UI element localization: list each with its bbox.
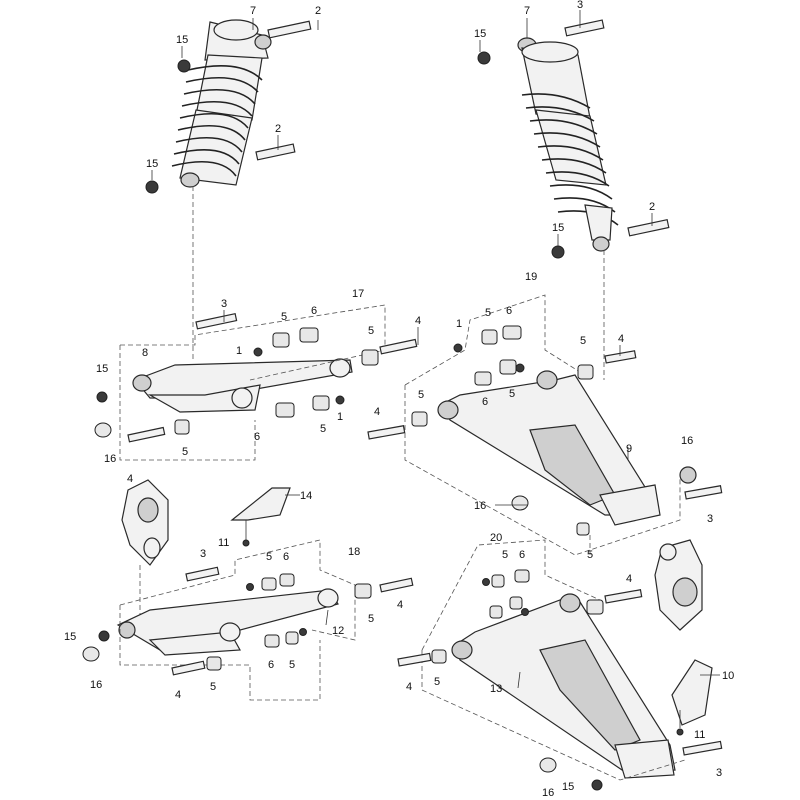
callout: 17 (352, 288, 364, 300)
callout: 3 (200, 548, 206, 560)
callout: 16 (90, 679, 102, 691)
callout: 5 (485, 307, 491, 319)
callout: 15 (64, 631, 76, 643)
callout: 11 (694, 729, 705, 741)
callout: 4 (618, 333, 624, 345)
callout: 6 (506, 305, 512, 317)
callout: 13 (490, 683, 502, 695)
callout: 4 (626, 573, 632, 585)
callout: 15 (552, 222, 564, 234)
callout: 5 (502, 549, 508, 561)
callout: 8 (142, 347, 148, 359)
left-shock-absorber (171, 19, 272, 360)
callout: 4 (397, 599, 403, 611)
upper-left-a-arm (94, 304, 418, 461)
callout: 2 (649, 201, 655, 213)
callout: 5 (266, 551, 272, 563)
callout: 15 (562, 781, 574, 793)
callout-labels: 7 2 15 2 15 7 3 15 2 15 3 17 1 5 6 5 4 8… (64, 0, 734, 799)
callout: 15 (474, 28, 486, 40)
callout: 6 (283, 551, 289, 563)
callout: 4 (127, 473, 133, 485)
callout: 10 (722, 670, 734, 682)
callout: 15 (176, 34, 188, 46)
callout: 5 (509, 388, 515, 400)
upper-right-a-arm (367, 294, 723, 556)
callout: 5 (368, 613, 374, 625)
lower-right-a-arm (397, 522, 723, 791)
callout: 4 (406, 681, 412, 693)
callout: 7 (250, 5, 256, 17)
leader-lines (151, 10, 720, 689)
callout: 14 (300, 490, 312, 502)
callout: 4 (415, 315, 421, 327)
callout: 5 (182, 446, 188, 458)
callout: 6 (482, 396, 488, 408)
callout: 6 (519, 549, 525, 561)
callout: 16 (104, 453, 116, 465)
callout: 1 (456, 318, 462, 330)
callout: 2 (315, 5, 321, 17)
callout: 16 (474, 500, 486, 512)
right-steering-knuckle (654, 539, 713, 736)
callout: 3 (577, 0, 583, 11)
callout: 7 (524, 5, 530, 17)
callout: 19 (525, 271, 537, 283)
callout: 15 (96, 363, 108, 375)
right-shock-absorber (517, 37, 619, 380)
callout: 5 (418, 389, 424, 401)
callout: 5 (587, 549, 593, 561)
callout: 5 (320, 423, 326, 435)
lower-left-a-arm (82, 539, 414, 701)
callout: 2 (275, 123, 281, 135)
callout: 4 (374, 406, 380, 418)
callout: 4 (175, 689, 181, 701)
callout: 15 (146, 158, 158, 170)
callout: 6 (311, 305, 317, 317)
callout: 5 (368, 325, 374, 337)
shock-fasteners (145, 19, 670, 259)
callout: 12 (332, 625, 344, 637)
callout: 5 (281, 311, 287, 323)
callout: 18 (348, 546, 360, 558)
callout: 20 (490, 532, 502, 544)
left-steering-knuckle (121, 479, 291, 620)
callout: 5 (434, 676, 440, 688)
callout: 11 (218, 537, 229, 549)
callout: 1 (337, 411, 343, 423)
callout: 1 (236, 345, 242, 357)
callout: 5 (289, 659, 295, 671)
callout: 3 (716, 767, 722, 779)
callout: 5 (210, 681, 216, 693)
callout: 5 (580, 335, 586, 347)
callout: 3 (707, 513, 713, 525)
callout: 16 (681, 435, 693, 447)
callout: 6 (268, 659, 274, 671)
callout: 6 (254, 431, 260, 443)
callout: 16 (542, 787, 554, 799)
callout: 3 (221, 298, 227, 310)
callout: 9 (626, 443, 632, 455)
